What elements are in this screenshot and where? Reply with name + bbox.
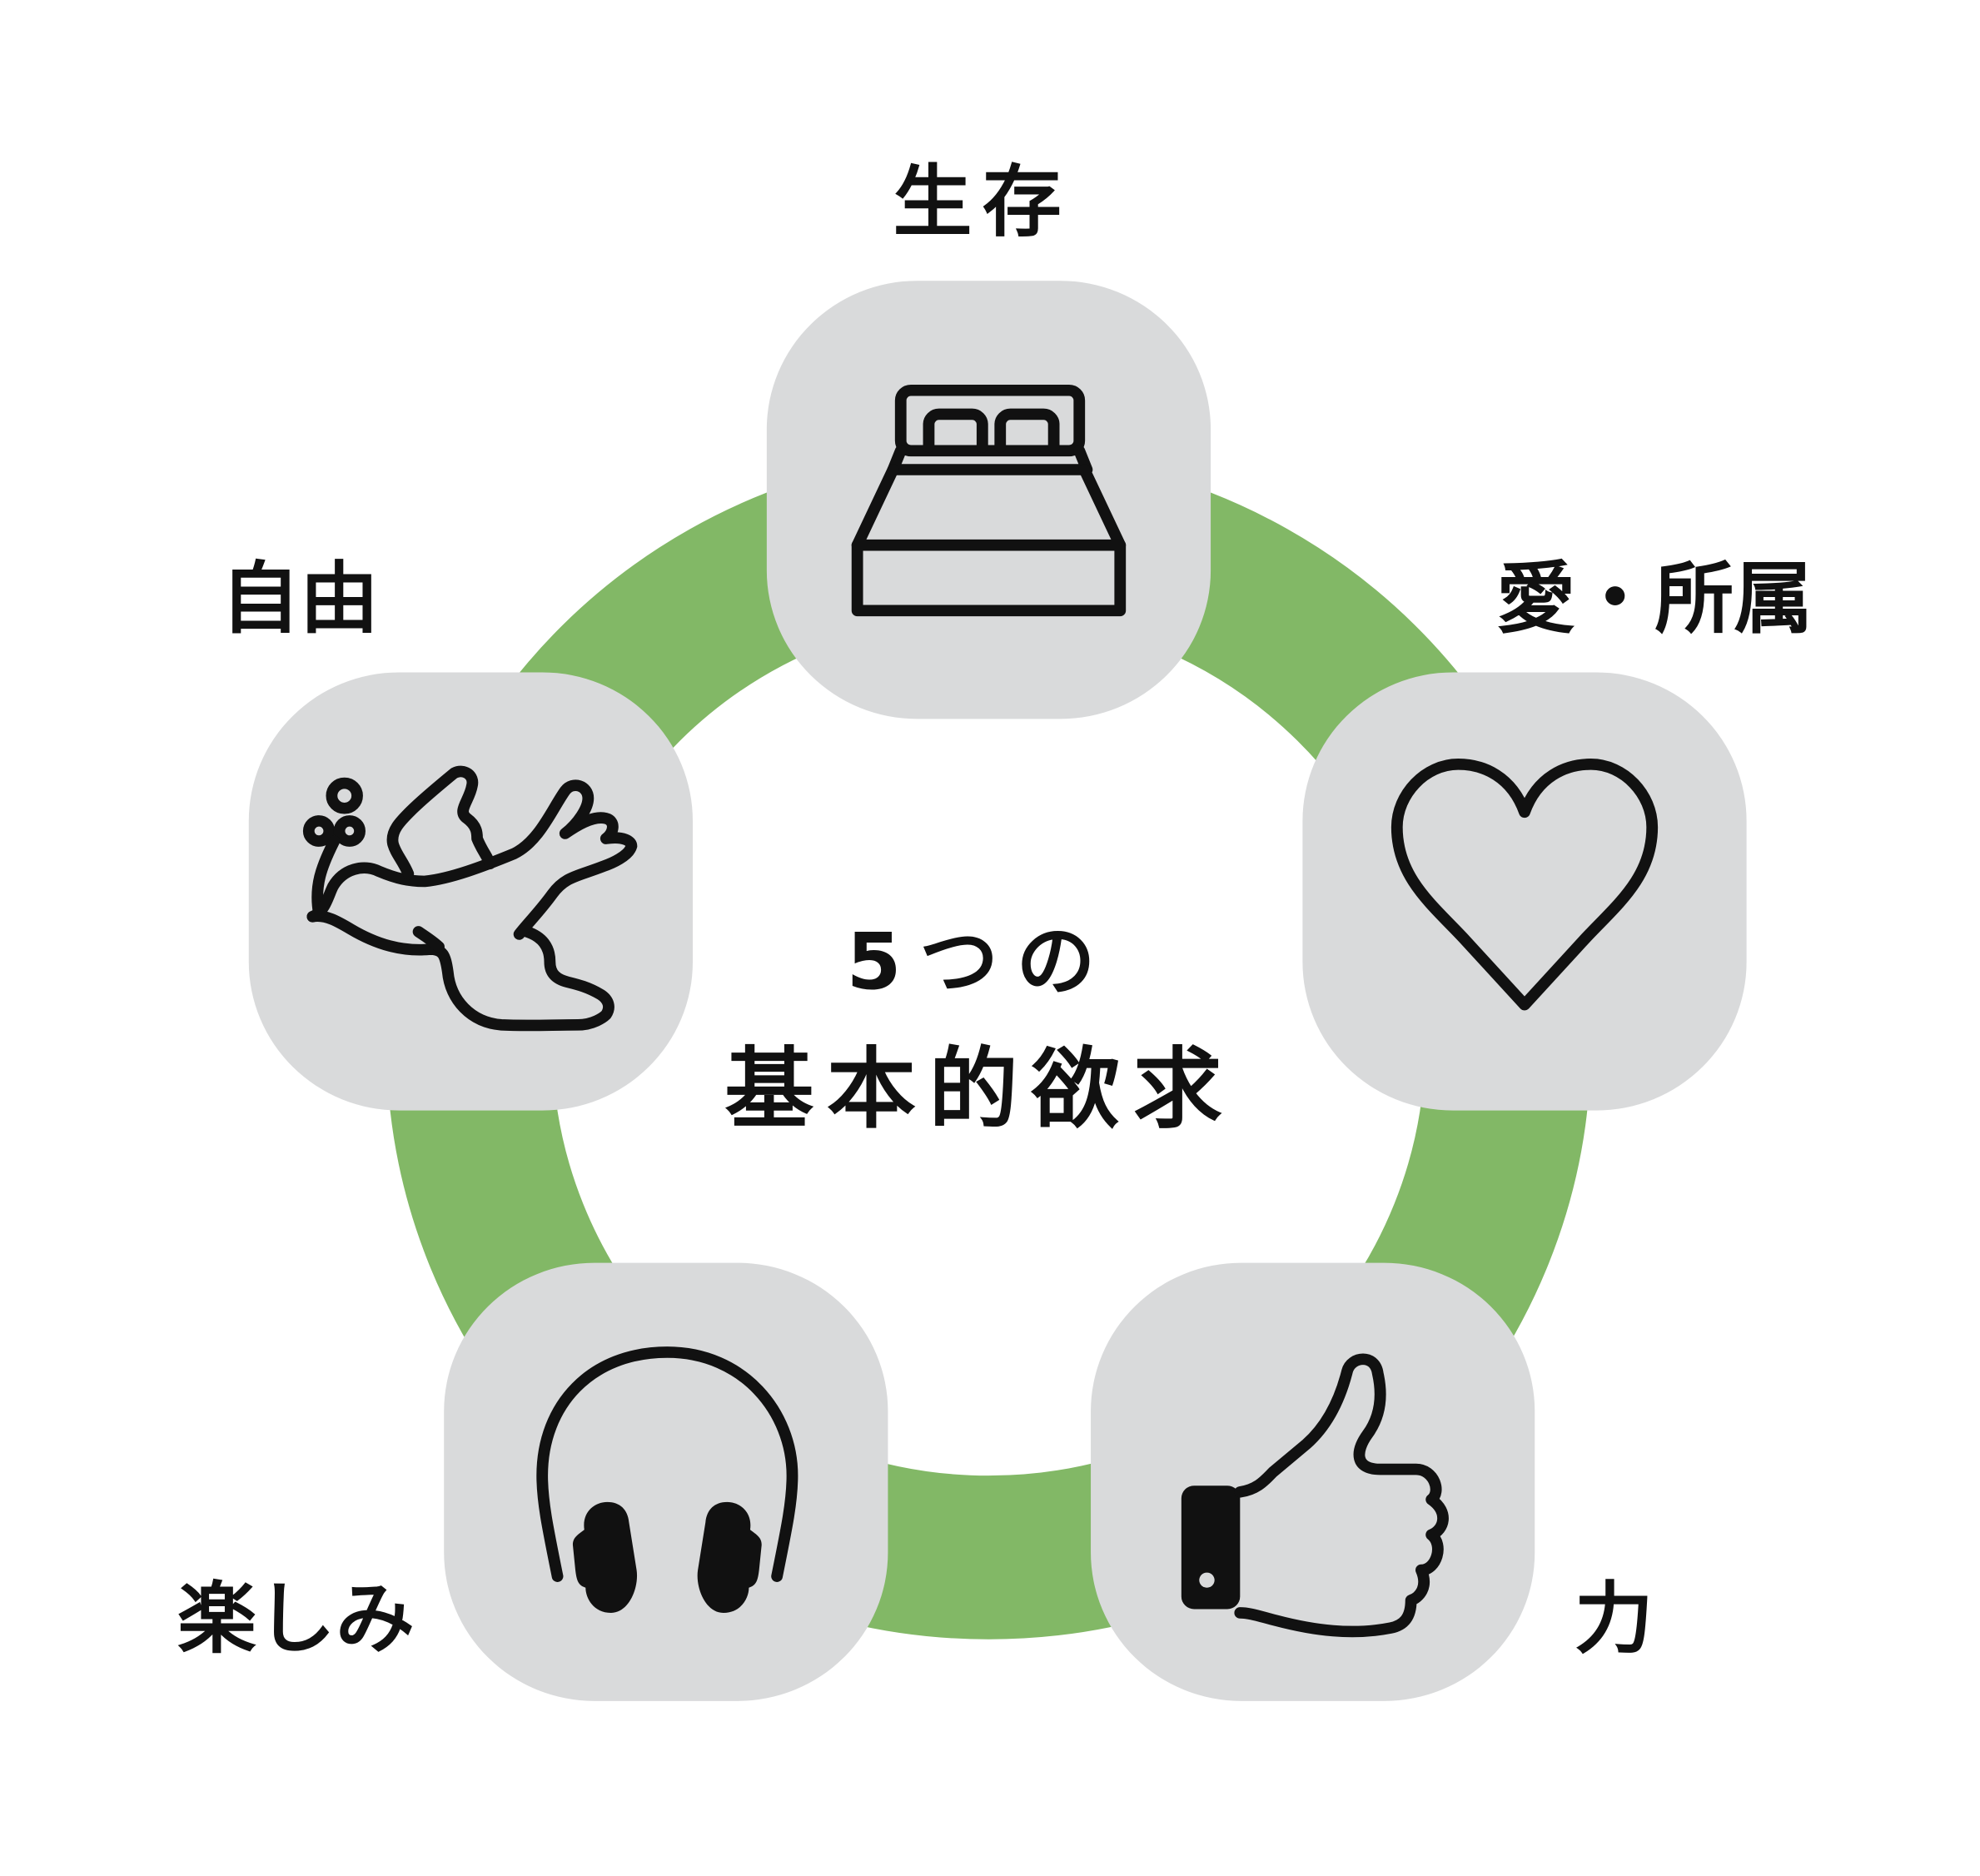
- freedom-label: 自由: [221, 554, 379, 644]
- center-title-line1: 5つの: [847, 917, 1113, 1008]
- love-box: [1302, 672, 1747, 1111]
- survival-label: 生存: [893, 157, 1072, 248]
- fun-label: 楽しみ: [177, 1574, 415, 1665]
- center-title-line2: 基本的欲求: [724, 1038, 1235, 1141]
- headphones-icon: [536, 1346, 798, 1613]
- bed-icon: [851, 384, 1127, 617]
- need-fun: 楽しみ: [177, 1262, 888, 1701]
- need-power: 力: [1091, 1262, 1654, 1701]
- need-survival: 生存: [766, 157, 1211, 719]
- thumbs-up-icon: [1181, 1353, 1449, 1638]
- love-label: 愛・所属: [1496, 554, 1813, 644]
- heart-icon: [1390, 759, 1659, 1011]
- need-love-belonging: 愛・所属: [1302, 554, 1813, 1111]
- power-box: [1091, 1262, 1535, 1701]
- dove-icon: [302, 765, 638, 1032]
- survival-box: [766, 281, 1211, 719]
- need-freedom: 自由: [221, 554, 693, 1111]
- fun-box: [444, 1262, 888, 1701]
- power-label: 力: [1575, 1574, 1654, 1665]
